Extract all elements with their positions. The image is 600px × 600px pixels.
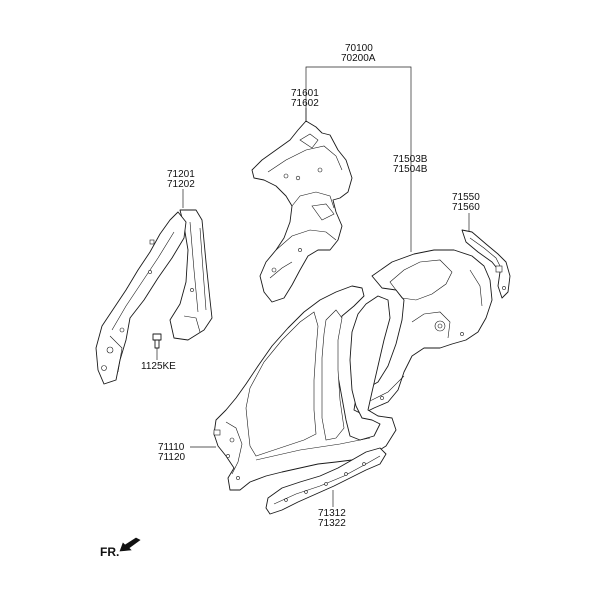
label-sill-2: 71322 [318, 518, 346, 529]
bolt-part [152, 333, 162, 349]
label-quarter-outer-2: 71504B [393, 164, 428, 175]
extension-bracket [461, 229, 511, 299]
arrow-down-left-icon [119, 537, 141, 552]
label-bolt: 1125KE [141, 361, 176, 372]
label-quarter-outer-1: 71503B [393, 154, 428, 165]
label-side-outer-2: 71120 [158, 452, 186, 463]
label-extension-1: 71550 [452, 192, 480, 203]
side-outer-panel [213, 285, 397, 491]
leader-lines [156, 66, 470, 507]
label-pillar-inner-2: 71202 [167, 179, 195, 190]
part-labels: 70100 70200A 71601 71602 71503B 71504B 7… [100, 43, 480, 559]
assembly-bracket [305, 66, 412, 252]
sill-panel [265, 447, 387, 515]
label-assembly-2: 70200A [341, 53, 376, 64]
label-front: FR. [100, 545, 119, 559]
pillar-inner-assembly [95, 209, 213, 385]
label-quarter-inner-1: 71601 [291, 88, 319, 99]
label-pillar-inner-1: 71201 [167, 169, 195, 180]
label-extension-2: 71560 [452, 202, 480, 213]
label-quarter-inner-2: 71602 [291, 98, 319, 109]
label-side-outer-1: 71110 [158, 442, 185, 453]
label-sill-1: 71312 [318, 508, 346, 519]
quarter-outer-panel [353, 249, 493, 415]
quarter-inner-panel [251, 120, 353, 303]
label-assembly-1: 70100 [345, 43, 373, 54]
